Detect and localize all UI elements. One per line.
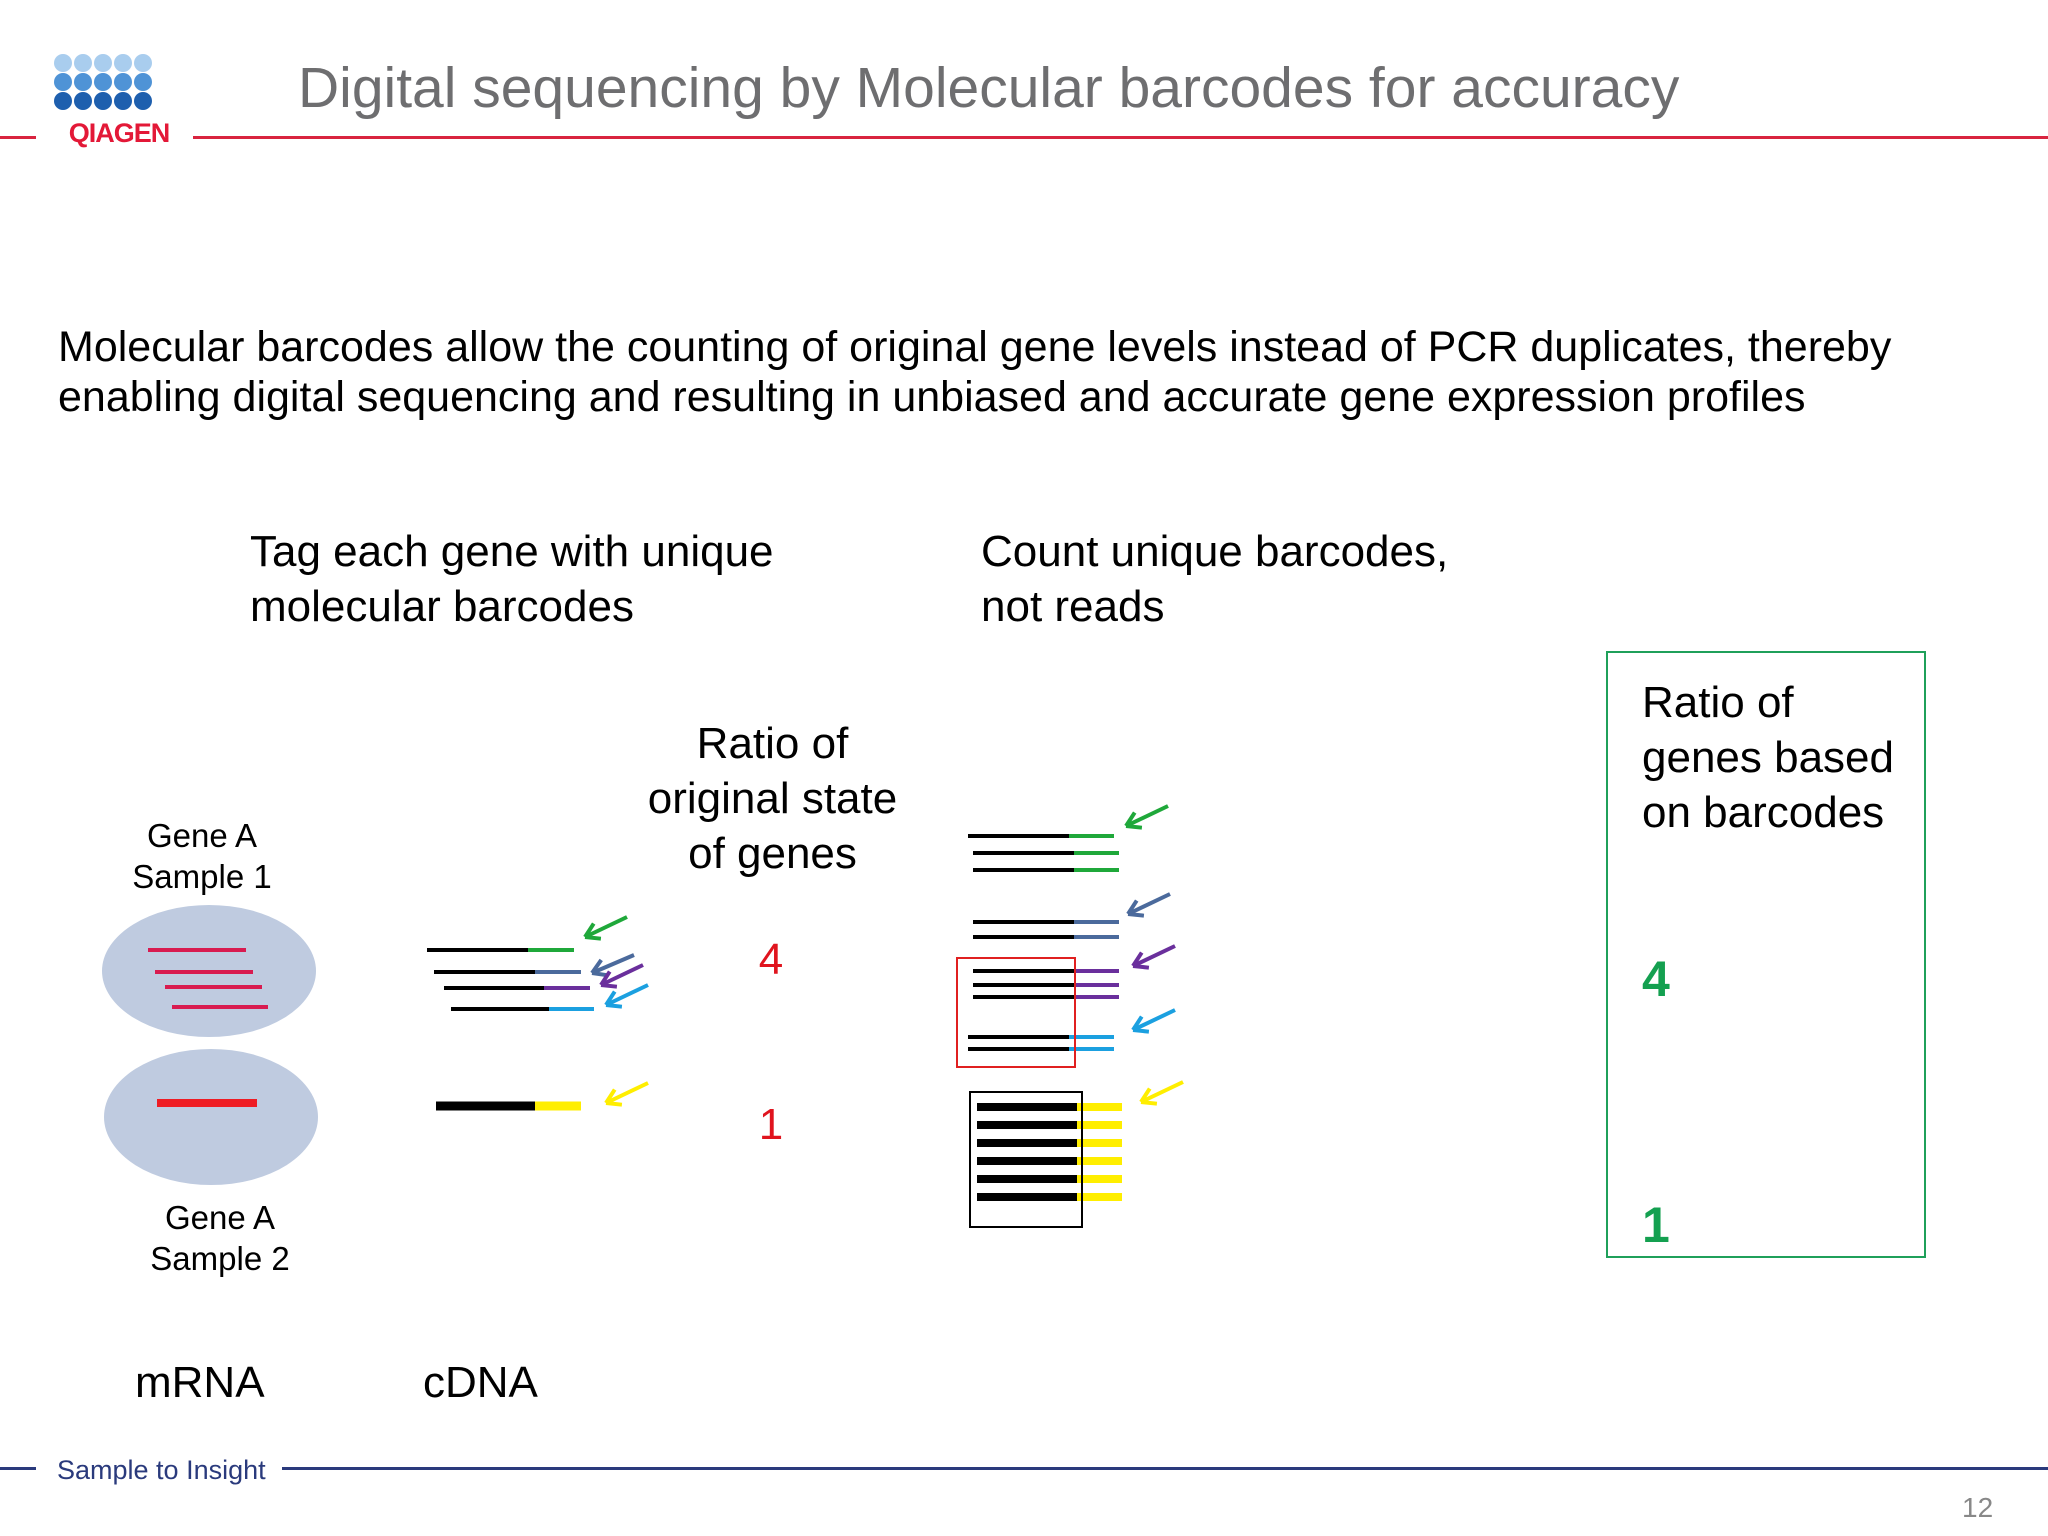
count-heading-line: not reads: [981, 582, 1165, 631]
ratio-original-value-sample1: 4: [758, 935, 784, 984]
sample2-ellipse: [104, 1049, 318, 1185]
header-rule: [193, 136, 2048, 139]
count-heading: Count unique barcodes, not reads: [981, 524, 1621, 634]
gene-a-sample2-label: Gene A Sample 2: [120, 1197, 320, 1279]
arrow-icon: [584, 935, 602, 941]
ratio-original-line: Ratio of: [696, 719, 849, 768]
read-group-box: [969, 1091, 1083, 1228]
arrow-icon: [605, 1003, 623, 1009]
arrow-icon: [591, 953, 635, 975]
arrow-icon: [1132, 964, 1150, 970]
highlight-box: [956, 957, 1076, 1068]
arrow-icon: [600, 983, 618, 989]
arrow-icon: [605, 1081, 649, 1105]
logo-dot: [134, 54, 152, 72]
arrow-icon: [1131, 951, 1144, 968]
arrow-icon: [599, 970, 612, 987]
ratio-original-line: of genes: [688, 829, 857, 878]
footer-rule: [282, 1467, 2048, 1470]
arrow-icon: [1132, 1008, 1176, 1032]
arrow-icon: [604, 990, 617, 1007]
cdna-label: cDNA: [423, 1358, 538, 1407]
arrow-icon: [584, 915, 628, 939]
arrow-icon: [604, 1088, 617, 1105]
gene-label-line: Sample 1: [132, 858, 272, 895]
logo-dot: [54, 73, 72, 91]
arrow-icon: [1125, 824, 1143, 830]
logo-dot: [134, 92, 152, 110]
slide-title: Digital sequencing by Molecular barcodes…: [298, 56, 1680, 120]
header-rule-left: [0, 136, 36, 139]
ratio-barcodes-value-sample1: 4: [1642, 951, 1670, 1007]
logo-dot: [114, 54, 132, 72]
logo-dot: [114, 92, 132, 110]
gene-label-line: Sample 2: [150, 1240, 290, 1277]
arrow-icon: [1132, 1028, 1150, 1034]
arrow-icon: [1124, 811, 1137, 828]
gene-label-line: Gene A: [164, 1199, 276, 1236]
ratio-original-line: original state: [647, 774, 898, 823]
intro-text: Molecular barcodes allow the counting of…: [58, 323, 1892, 421]
ratio-barcodes-line: genes based: [1642, 733, 1894, 782]
arrow-icon: [1132, 944, 1176, 968]
logo-dot: [74, 73, 92, 91]
logo-dot: [94, 92, 112, 110]
arrow-icon: [1126, 899, 1139, 916]
gene-label-line: Gene A: [146, 817, 258, 854]
arrow-icon: [605, 1101, 623, 1107]
footer-rule-left: [0, 1467, 36, 1470]
arrow-icon: [583, 922, 596, 939]
ratio-original-label: Ratio of original state of genes: [615, 716, 930, 881]
ratio-barcodes-line: on barcodes: [1642, 788, 1885, 837]
gene-a-sample1-label: Gene A Sample 1: [102, 815, 302, 897]
arrow-icon: [1131, 1015, 1144, 1032]
arrow-icon: [1127, 912, 1145, 918]
logo-dot: [94, 54, 112, 72]
arrow-icon: [1139, 1087, 1152, 1104]
mrna-label: mRNA: [135, 1358, 265, 1407]
ratio-barcodes-label: Ratio of genes based on barcodes: [1642, 675, 1942, 840]
arrow-icon: [600, 963, 644, 987]
logo-dot: [54, 54, 72, 72]
arrow-icon: [1127, 892, 1171, 916]
page-number: 12: [1962, 1492, 1994, 1523]
ratio-barcodes-value-sample2: 1: [1642, 1197, 1670, 1253]
ratio-barcodes-line: Ratio of: [1642, 678, 1794, 727]
arrow-icon: [1140, 1080, 1184, 1104]
logo-dot: [134, 73, 152, 91]
logo-dot: [114, 73, 132, 91]
footer-tagline: Sample to Insight: [57, 1455, 266, 1485]
tag-heading-line: molecular barcodes: [250, 582, 634, 631]
logo-dot: [94, 73, 112, 91]
tag-heading-line: Tag each gene with unique: [250, 527, 774, 576]
logo-dot: [74, 54, 92, 72]
ratio-barcodes-box: [1606, 651, 1926, 1258]
arrow-icon: [605, 983, 649, 1007]
ratio-original-value-sample2: 1: [758, 1100, 784, 1149]
tag-heading: Tag each gene with unique molecular barc…: [250, 524, 890, 634]
logo-dot: [54, 92, 72, 110]
logo-dot: [74, 92, 92, 110]
count-heading-line: Count unique barcodes,: [981, 527, 1449, 576]
arrow-icon: [1140, 1100, 1158, 1106]
qiagen-logo-dots: [54, 54, 152, 110]
qiagen-logo-text: QIAGEN: [68, 118, 171, 148]
arrow-icon: [590, 958, 603, 975]
arrow-icon: [1125, 804, 1169, 828]
